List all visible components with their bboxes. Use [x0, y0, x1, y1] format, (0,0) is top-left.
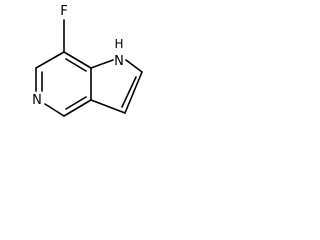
bond-c2-c3 — [124, 71, 143, 114]
structure-diagram: F N H N — [32, 4, 143, 117]
bond-c4-c3a — [63, 99, 92, 117]
pyridine-nitrogen-label: N — [32, 93, 42, 108]
bond-c2-c3-inner — [121, 76, 137, 108]
bond-n5-c4 — [44, 103, 65, 117]
bond-c7-c7a — [63, 51, 92, 69]
bond-c4-c3a-inner — [65, 96, 87, 110]
bond-n1-c2 — [125, 59, 143, 73]
bond-c7a-n1 — [90, 59, 114, 69]
bond-lines — [35, 19, 143, 117]
atom-labels: F N H N — [32, 4, 124, 108]
bond-c3-c3a — [90, 99, 126, 114]
pyrrole-hydrogen-label: H — [114, 37, 123, 51]
bond-c7-c6 — [35, 51, 65, 69]
pyrrole-nitrogen-label: N — [114, 54, 124, 69]
fluorine-label: F — [60, 4, 67, 19]
bond-c7-c7a-inner — [65, 58, 87, 72]
